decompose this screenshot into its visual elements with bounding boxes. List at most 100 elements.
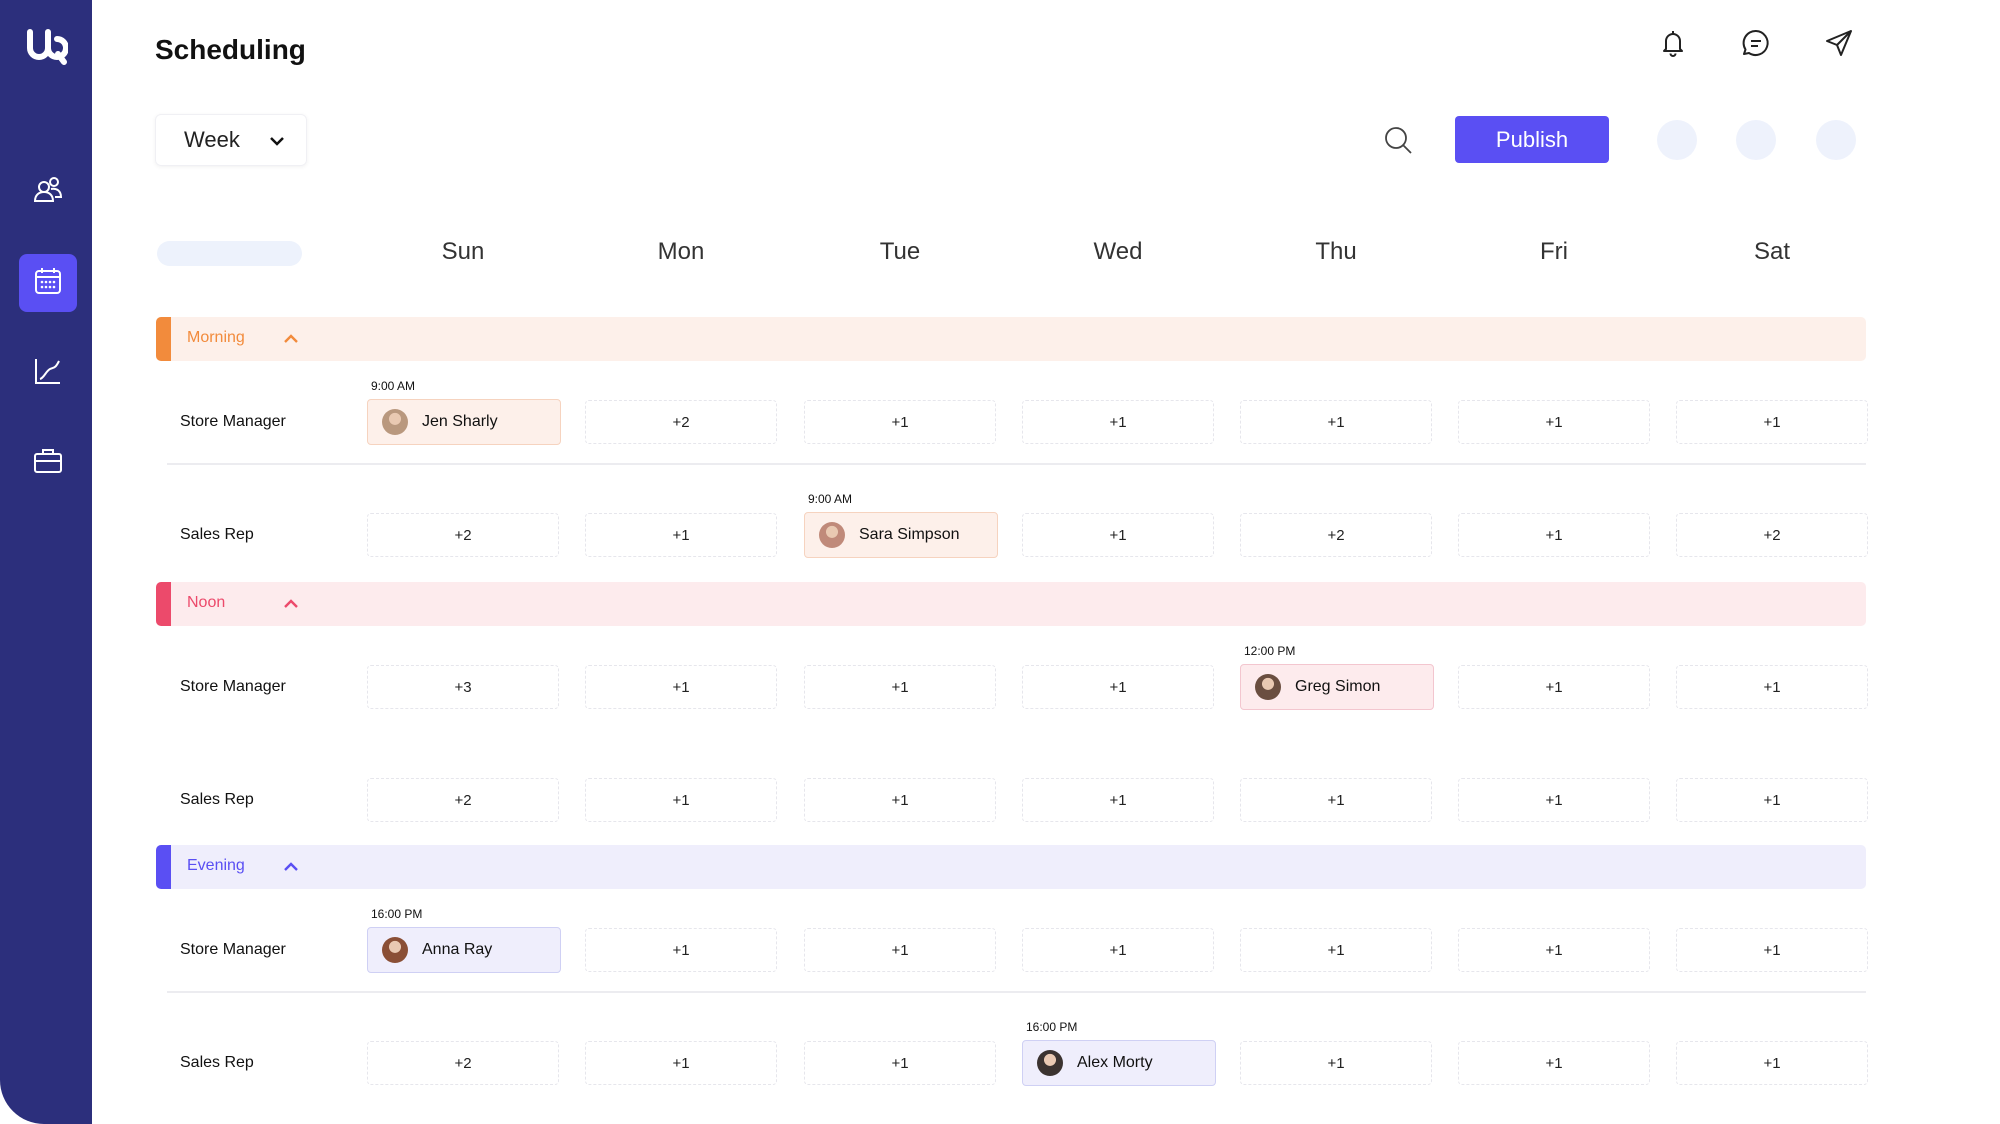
sidebar-item-scheduling[interactable] (19, 254, 77, 312)
open-slot-count[interactable]: +2 (367, 778, 559, 822)
open-slot-count[interactable]: +1 (1458, 665, 1650, 709)
analytics-icon (32, 355, 64, 392)
avatar (1255, 674, 1281, 700)
shift-band-evening[interactable]: Evening (156, 845, 1866, 889)
messages-button[interactable] (1739, 28, 1773, 62)
row-divider (167, 463, 1866, 465)
shift-label: Morning (187, 329, 245, 346)
employee-name: Jen Sharly (422, 413, 498, 430)
avatar (819, 522, 845, 548)
sidebar-item-jobs[interactable] (19, 434, 77, 492)
chevron-up-icon[interactable] (281, 857, 301, 877)
shift-time: 16:00 PM (1026, 1020, 1078, 1034)
notifications-button[interactable] (1656, 28, 1690, 62)
send-icon (1824, 28, 1854, 63)
open-slot-count[interactable]: +1 (1676, 1041, 1868, 1085)
shift-time: 9:00 AM (371, 379, 416, 393)
day-header-sat: Sat (1753, 238, 1791, 265)
app-logo[interactable] (24, 24, 69, 68)
shift-assignment[interactable]: Anna Ray (367, 927, 561, 973)
shift-time: 9:00 AM (808, 492, 853, 506)
placeholder-avatar (1657, 120, 1697, 160)
publish-button[interactable]: Publish (1455, 116, 1609, 163)
shift-assignment[interactable]: Alex Morty (1022, 1040, 1216, 1086)
open-slot-count[interactable]: +1 (1240, 400, 1432, 444)
shift-assignment[interactable]: Greg Simon (1240, 664, 1434, 710)
bell-icon (1658, 28, 1688, 63)
sidebar-item-analytics[interactable] (19, 344, 77, 402)
open-slot-count[interactable]: +1 (1240, 1041, 1432, 1085)
open-slot-count[interactable]: +2 (1240, 513, 1432, 557)
users-icon (32, 173, 64, 210)
role-label: Sales Rep (180, 526, 254, 543)
open-slot-count[interactable]: +1 (804, 665, 996, 709)
shift-assignment[interactable]: Jen Sharly (367, 399, 561, 445)
open-slot-count[interactable]: +1 (1458, 513, 1650, 557)
shift-assignment[interactable]: Sara Simpson (804, 512, 998, 558)
role-label: Store Manager (180, 678, 286, 695)
day-header-tue: Tue (879, 238, 921, 265)
role-label: Store Manager (180, 413, 286, 430)
avatar (382, 409, 408, 435)
search-button[interactable] (1382, 124, 1414, 156)
open-slot-count[interactable]: +1 (1022, 665, 1214, 709)
open-slot-count[interactable]: +1 (1240, 778, 1432, 822)
open-slot-count[interactable]: +1 (1676, 778, 1868, 822)
avatar (382, 937, 408, 963)
view-select-value: Week (184, 127, 240, 152)
open-slot-count[interactable]: +1 (1240, 928, 1432, 972)
calendar-icon (32, 265, 64, 302)
open-slot-count[interactable]: +1 (804, 778, 996, 822)
placeholder-avatar (1736, 120, 1776, 160)
open-slot-count[interactable]: +1 (1458, 1041, 1650, 1085)
open-slot-count[interactable]: +2 (367, 1041, 559, 1085)
briefcase-icon (32, 445, 64, 482)
open-slot-count[interactable]: +1 (804, 400, 996, 444)
open-slot-count[interactable]: +2 (367, 513, 559, 557)
open-slot-count[interactable]: +1 (1022, 513, 1214, 557)
view-select[interactable]: Week (155, 114, 307, 166)
day-header-mon: Mon (657, 238, 705, 265)
open-slot-count[interactable]: +1 (1022, 928, 1214, 972)
employee-name: Sara Simpson (859, 526, 960, 543)
chevron-down-icon (268, 127, 286, 153)
open-slot-count[interactable]: +1 (804, 1041, 996, 1085)
avatar (1037, 1050, 1063, 1076)
send-button[interactable] (1822, 28, 1856, 62)
day-header-wed: Wed (1093, 238, 1143, 265)
chevron-up-icon[interactable] (281, 594, 301, 614)
open-slot-count[interactable]: +1 (585, 513, 777, 557)
open-slot-count[interactable]: +2 (1676, 513, 1868, 557)
open-slot-count[interactable]: +1 (1676, 400, 1868, 444)
chevron-up-icon[interactable] (281, 329, 301, 349)
open-slot-count[interactable]: +1 (1458, 778, 1650, 822)
open-slot-count[interactable]: +1 (1022, 778, 1214, 822)
open-slot-count[interactable]: +1 (1676, 928, 1868, 972)
page-title: Scheduling (155, 34, 306, 65)
open-slot-count[interactable]: +3 (367, 665, 559, 709)
open-slot-count[interactable]: +1 (585, 665, 777, 709)
row-divider (167, 991, 1866, 993)
open-slot-count[interactable]: +1 (1676, 665, 1868, 709)
open-slot-count[interactable]: +1 (1458, 928, 1650, 972)
shift-label: Evening (187, 857, 245, 874)
day-header-sun: Sun (441, 238, 485, 265)
open-slot-count[interactable]: +1 (1022, 400, 1214, 444)
open-slot-count[interactable]: +1 (1458, 400, 1650, 444)
open-slot-count[interactable]: +1 (804, 928, 996, 972)
sidebar (0, 0, 92, 1124)
open-slot-count[interactable]: +1 (585, 778, 777, 822)
sidebar-item-people[interactable] (19, 162, 77, 220)
employee-name: Alex Morty (1077, 1054, 1153, 1071)
chat-icon (1741, 28, 1771, 63)
open-slot-count[interactable]: +2 (585, 400, 777, 444)
shift-band-morning[interactable]: Morning (156, 317, 1866, 361)
open-slot-count[interactable]: +1 (585, 928, 777, 972)
shift-accent (156, 317, 171, 361)
role-label: Store Manager (180, 941, 286, 958)
search-icon (1382, 127, 1414, 160)
day-header-fri: Fri (1540, 238, 1568, 265)
day-header-thu: Thu (1315, 238, 1357, 265)
shift-band-noon[interactable]: Noon (156, 582, 1866, 626)
open-slot-count[interactable]: +1 (585, 1041, 777, 1085)
